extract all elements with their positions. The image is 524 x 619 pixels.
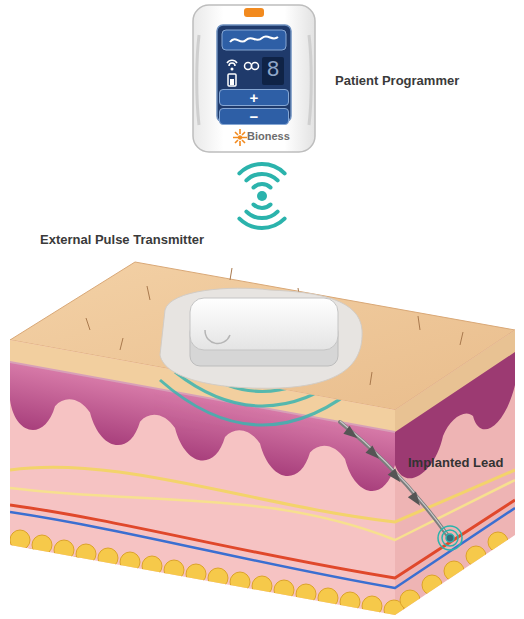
- device-label: External Pulse Transmitter: [40, 232, 204, 247]
- implanted-lead: [340, 422, 448, 536]
- lead-tip: [442, 530, 458, 546]
- plus-button: +: [219, 89, 289, 106]
- external-pulse-transmitter: [190, 298, 338, 350]
- patient-programmer-device: [230, 36, 278, 42]
- blood-vessel: [10, 500, 515, 578]
- fat-cells: [466, 546, 486, 566]
- patient-programmer-device: [231, 68, 234, 71]
- skin-hair: [230, 268, 232, 280]
- patient-programmer-device: [238, 135, 242, 139]
- fat-cells: [10, 530, 30, 550]
- wireless-signal: [246, 174, 277, 180]
- patient-programmer-device: [245, 63, 252, 70]
- wireless-signal: [239, 164, 284, 228]
- patient-programmer-device: [309, 35, 311, 125]
- fat-cells: [111, 566, 129, 584]
- fat-cells: [296, 584, 316, 604]
- wireless-signal: [246, 212, 277, 218]
- fat-cells: [32, 535, 52, 555]
- skin-hair: [147, 286, 150, 300]
- patient-programmer-device: [233, 129, 247, 146]
- skin-hair: [120, 338, 123, 350]
- lead-tip: [438, 526, 462, 550]
- fat-cells: [208, 568, 228, 588]
- fat-cells: [186, 564, 206, 584]
- fat-cells: [246, 591, 264, 609]
- fat-cells: [252, 576, 272, 596]
- device-label: Patient Programmer: [335, 73, 459, 88]
- fat-cells: [98, 548, 118, 568]
- fat-cells: [120, 552, 140, 572]
- patient-programmer-device: [262, 57, 284, 85]
- lead-tip: [438, 526, 462, 550]
- fat-cells: [54, 540, 74, 560]
- skin-side-face: [395, 352, 515, 492]
- fat-cells: [21, 549, 39, 567]
- signal-arrow: [408, 491, 424, 508]
- implanted-lead: [340, 421, 447, 534]
- wireless-signal: [254, 205, 271, 209]
- fat-cells: [142, 556, 162, 576]
- fat-cells: [362, 596, 382, 616]
- minus-button: −: [219, 108, 289, 125]
- skin-side-face: [395, 330, 515, 615]
- skin-hair: [460, 332, 463, 345]
- digit-display: 8: [262, 57, 284, 85]
- fat-cells: [156, 574, 174, 592]
- fat-cells: [488, 532, 508, 552]
- signal-arrow: [343, 426, 360, 442]
- fat-cells: [66, 557, 84, 575]
- external-pulse-transmitter: [160, 288, 362, 388]
- button-symbol: −: [250, 109, 259, 124]
- patient-programmer-device: [193, 5, 315, 152]
- patient-programmer-device: [252, 63, 259, 70]
- lead-tip: [446, 534, 454, 542]
- patient-programmer-device: [244, 8, 264, 17]
- tissue-contents: [10, 368, 515, 619]
- fat-cells: [76, 544, 96, 564]
- patient-programmer-device: [230, 79, 234, 85]
- button-symbol: +: [250, 90, 259, 105]
- fat-cells: [444, 561, 464, 581]
- skin-side-face: [395, 330, 515, 615]
- wireless-signal: [239, 164, 284, 173]
- patient-programmer-device: [193, 5, 315, 152]
- patient-programmer-device: [227, 60, 237, 66]
- skin-hair: [370, 372, 372, 385]
- patient-programmer-device: [197, 35, 199, 125]
- fat-cells: [201, 583, 219, 601]
- skin-block: [10, 262, 515, 619]
- patient-programmer-device: [228, 74, 236, 86]
- fat-cells: [274, 580, 294, 600]
- wireless-signal: [239, 219, 284, 228]
- brand-logo-text: Bioness: [247, 130, 290, 143]
- external-pulse-transmitter: [205, 330, 230, 344]
- blood-vessel: [10, 508, 515, 588]
- skin-hair: [418, 316, 420, 330]
- programmer-body: + − Bioness: [193, 5, 315, 152]
- part-label: Implanted Lead: [408, 455, 503, 470]
- signal-arrow: [365, 446, 382, 463]
- wireless-signal: [254, 184, 271, 188]
- nerve: [10, 480, 515, 540]
- fat-cells: [340, 592, 360, 612]
- fat-cells: [291, 599, 309, 617]
- wireless-signal: [257, 191, 267, 201]
- external-pulse-transmitter: [160, 288, 362, 388]
- fat-cells: [422, 575, 442, 595]
- skin-hair: [86, 318, 90, 330]
- fat-cells: [164, 560, 184, 580]
- patient-programmer-device: [222, 30, 286, 50]
- signal-arrow: [388, 468, 405, 485]
- fat-cells: [400, 590, 420, 610]
- fat-cells: [318, 588, 338, 608]
- fat-cells: [230, 572, 250, 592]
- fat-cells: [10, 530, 508, 619]
